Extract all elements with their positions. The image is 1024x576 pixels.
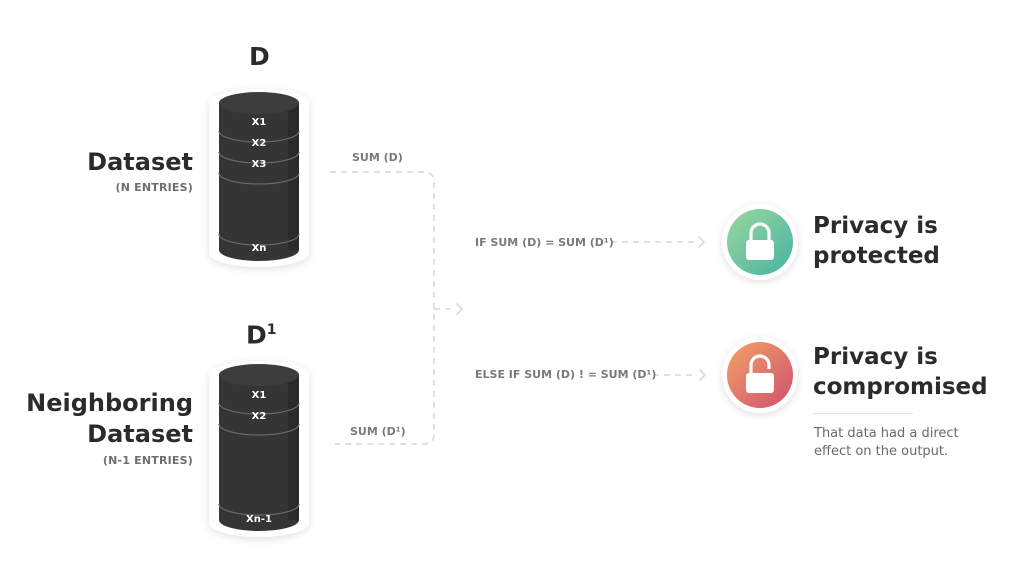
neighboring-row-x1: X1 (252, 390, 267, 401)
arrow-heads (456, 236, 707, 381)
dataset-row-x1: X1 (252, 117, 267, 128)
neighboring-symbol-superscript: 1 (266, 322, 277, 338)
condition-not-equal: ELSE IF SUM (D) ! = SUM (D¹) (475, 368, 657, 381)
compromised-note-line1: That data had a direct (814, 426, 959, 441)
neighboring-symbol-base: D (246, 320, 267, 350)
condition-equal: IF SUM (D) = SUM (D¹) (475, 236, 614, 249)
lock-closed-icon (722, 204, 798, 280)
compromised-title-line1: Privacy is (813, 344, 938, 370)
dataset-row-x2: X2 (252, 138, 267, 149)
dataset-subtitle: (N ENTRIES) (115, 181, 193, 194)
neighboring-cylinder: X1 X2 Xn-1 (209, 361, 309, 537)
compromised-note-line2: effect on the output. (814, 444, 949, 459)
lock-open-icon (722, 337, 798, 413)
compromised-title-line2: compromised (813, 374, 988, 400)
neighboring-symbol: D1 (246, 315, 277, 350)
result-divider (813, 413, 913, 414)
neighboring-row-x2: X2 (252, 411, 267, 422)
sum-d-label: SUM (D) (352, 151, 403, 164)
protected-title-line1: Privacy is (813, 213, 938, 239)
neighboring-title-line1: Neighboring (26, 389, 193, 417)
neighboring-title-line2: Dataset (87, 420, 193, 448)
dashed-connectors (330, 171, 697, 445)
dataset-cylinder: X1 X2 X3 Xn (209, 89, 309, 267)
neighboring-row-xn-1: Xn-1 (246, 514, 272, 525)
dataset-title: Dataset (87, 148, 193, 176)
sum-d1-label: SUM (D¹) (350, 425, 406, 438)
neighboring-subtitle: (N-1 ENTRIES) (102, 454, 193, 467)
dataset-row-x3: X3 (252, 159, 267, 170)
protected-title-line2: protected (813, 243, 940, 269)
dataset-row-xn: Xn (252, 243, 267, 254)
dataset-symbol: D (249, 42, 270, 71)
